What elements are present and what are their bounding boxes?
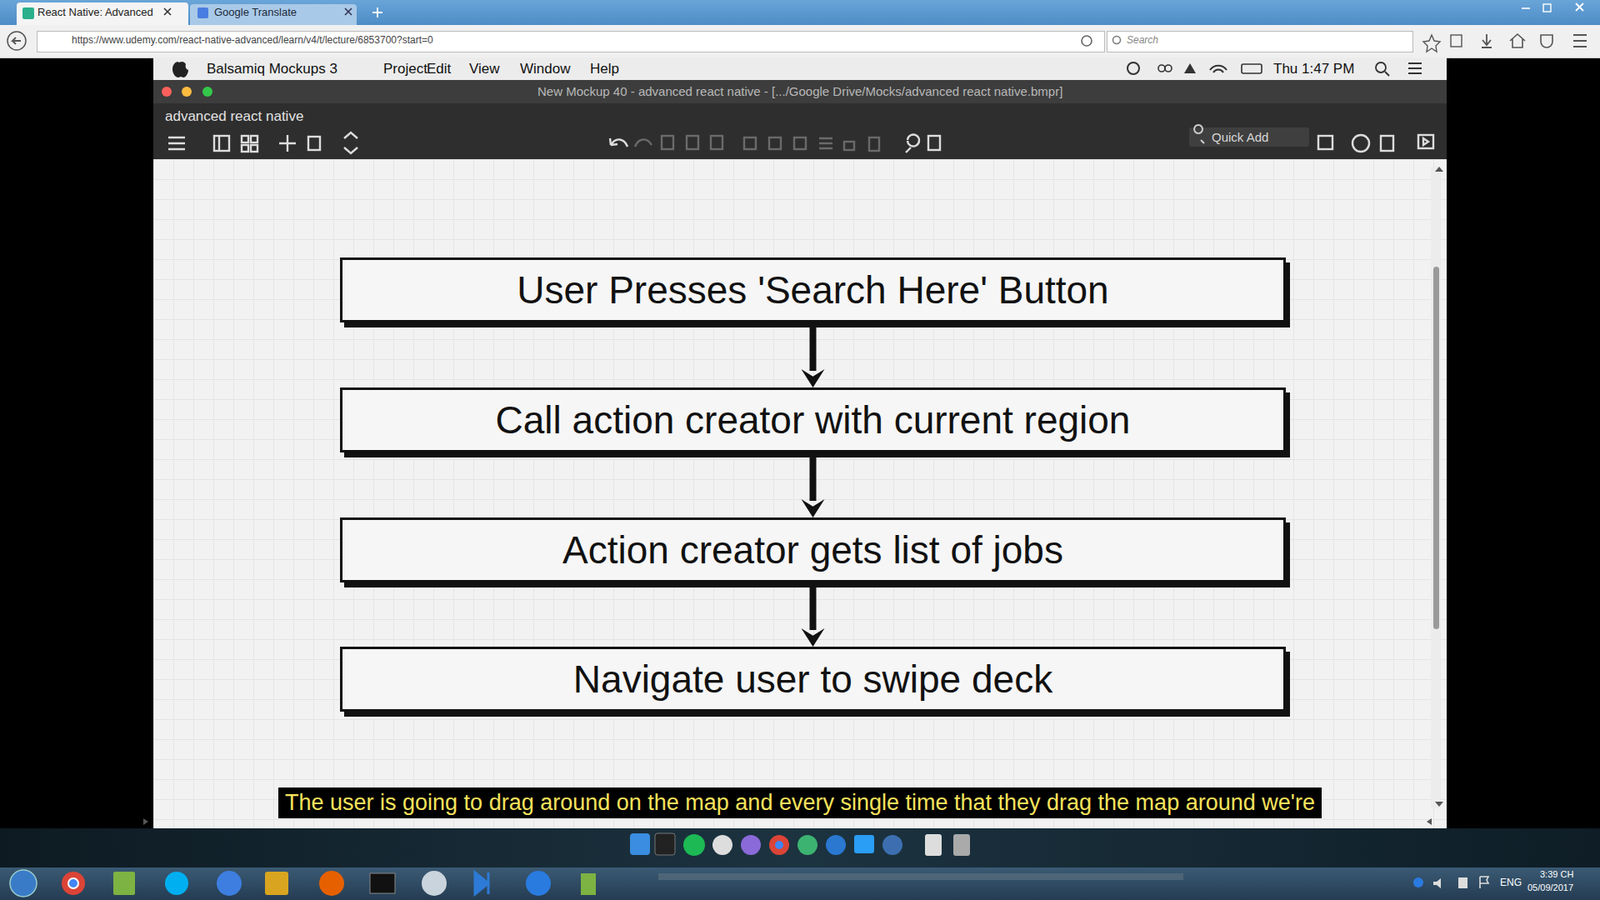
process-box: Call action creator with current region bbox=[340, 387, 1286, 453]
process-box: User Presses 'Search Here' Button bbox=[340, 257, 1286, 323]
process-box: Navigate user to swipe deck bbox=[340, 646, 1286, 712]
box-text: Action creator gets list of jobs bbox=[562, 527, 1064, 573]
box-text: Call action creator with current region bbox=[495, 397, 1131, 443]
ui-label: Quick Add bbox=[1211, 130, 1269, 145]
ui-label: View bbox=[469, 60, 500, 78]
box-text: Navigate user to swipe deck bbox=[573, 656, 1053, 702]
ui-label: advanced react native bbox=[165, 108, 304, 125]
ui-label: https://www.udemy.com/react-native-advan… bbox=[71, 35, 434, 47]
scrollbar-thumb bbox=[1433, 266, 1440, 630]
ui-label: Window bbox=[520, 60, 570, 78]
ui-label: Thu 1:47 PM bbox=[1273, 60, 1355, 78]
ui-label: 05/09/2017 bbox=[1527, 882, 1574, 894]
flow-arrow bbox=[801, 452, 825, 518]
video-subtitle: The user is going to drag around on the … bbox=[278, 787, 1322, 819]
ui-label: React Native: Advanced bbox=[37, 6, 154, 20]
ui-label: Project bbox=[383, 60, 428, 78]
flow-arrow bbox=[801, 582, 825, 647]
flow-arrow bbox=[801, 322, 825, 388]
process-box: Action creator gets list of jobs bbox=[340, 517, 1286, 583]
ui-label: New Mockup 40 - advanced react native - … bbox=[537, 84, 1063, 99]
ui-label: Balsamiq Mockups 3 bbox=[206, 60, 338, 78]
ui-label: Search bbox=[1126, 35, 1159, 47]
ui-label: Edit bbox=[426, 60, 451, 78]
mac-menubar bbox=[153, 57, 1447, 80]
ui-label: Help bbox=[590, 60, 620, 78]
ui-label: 3:39 CH bbox=[1540, 869, 1574, 880]
ui-label: ENG bbox=[1500, 877, 1522, 890]
box-text: User Presses 'Search Here' Button bbox=[516, 267, 1109, 313]
ui-label: Google Translate bbox=[214, 6, 297, 20]
